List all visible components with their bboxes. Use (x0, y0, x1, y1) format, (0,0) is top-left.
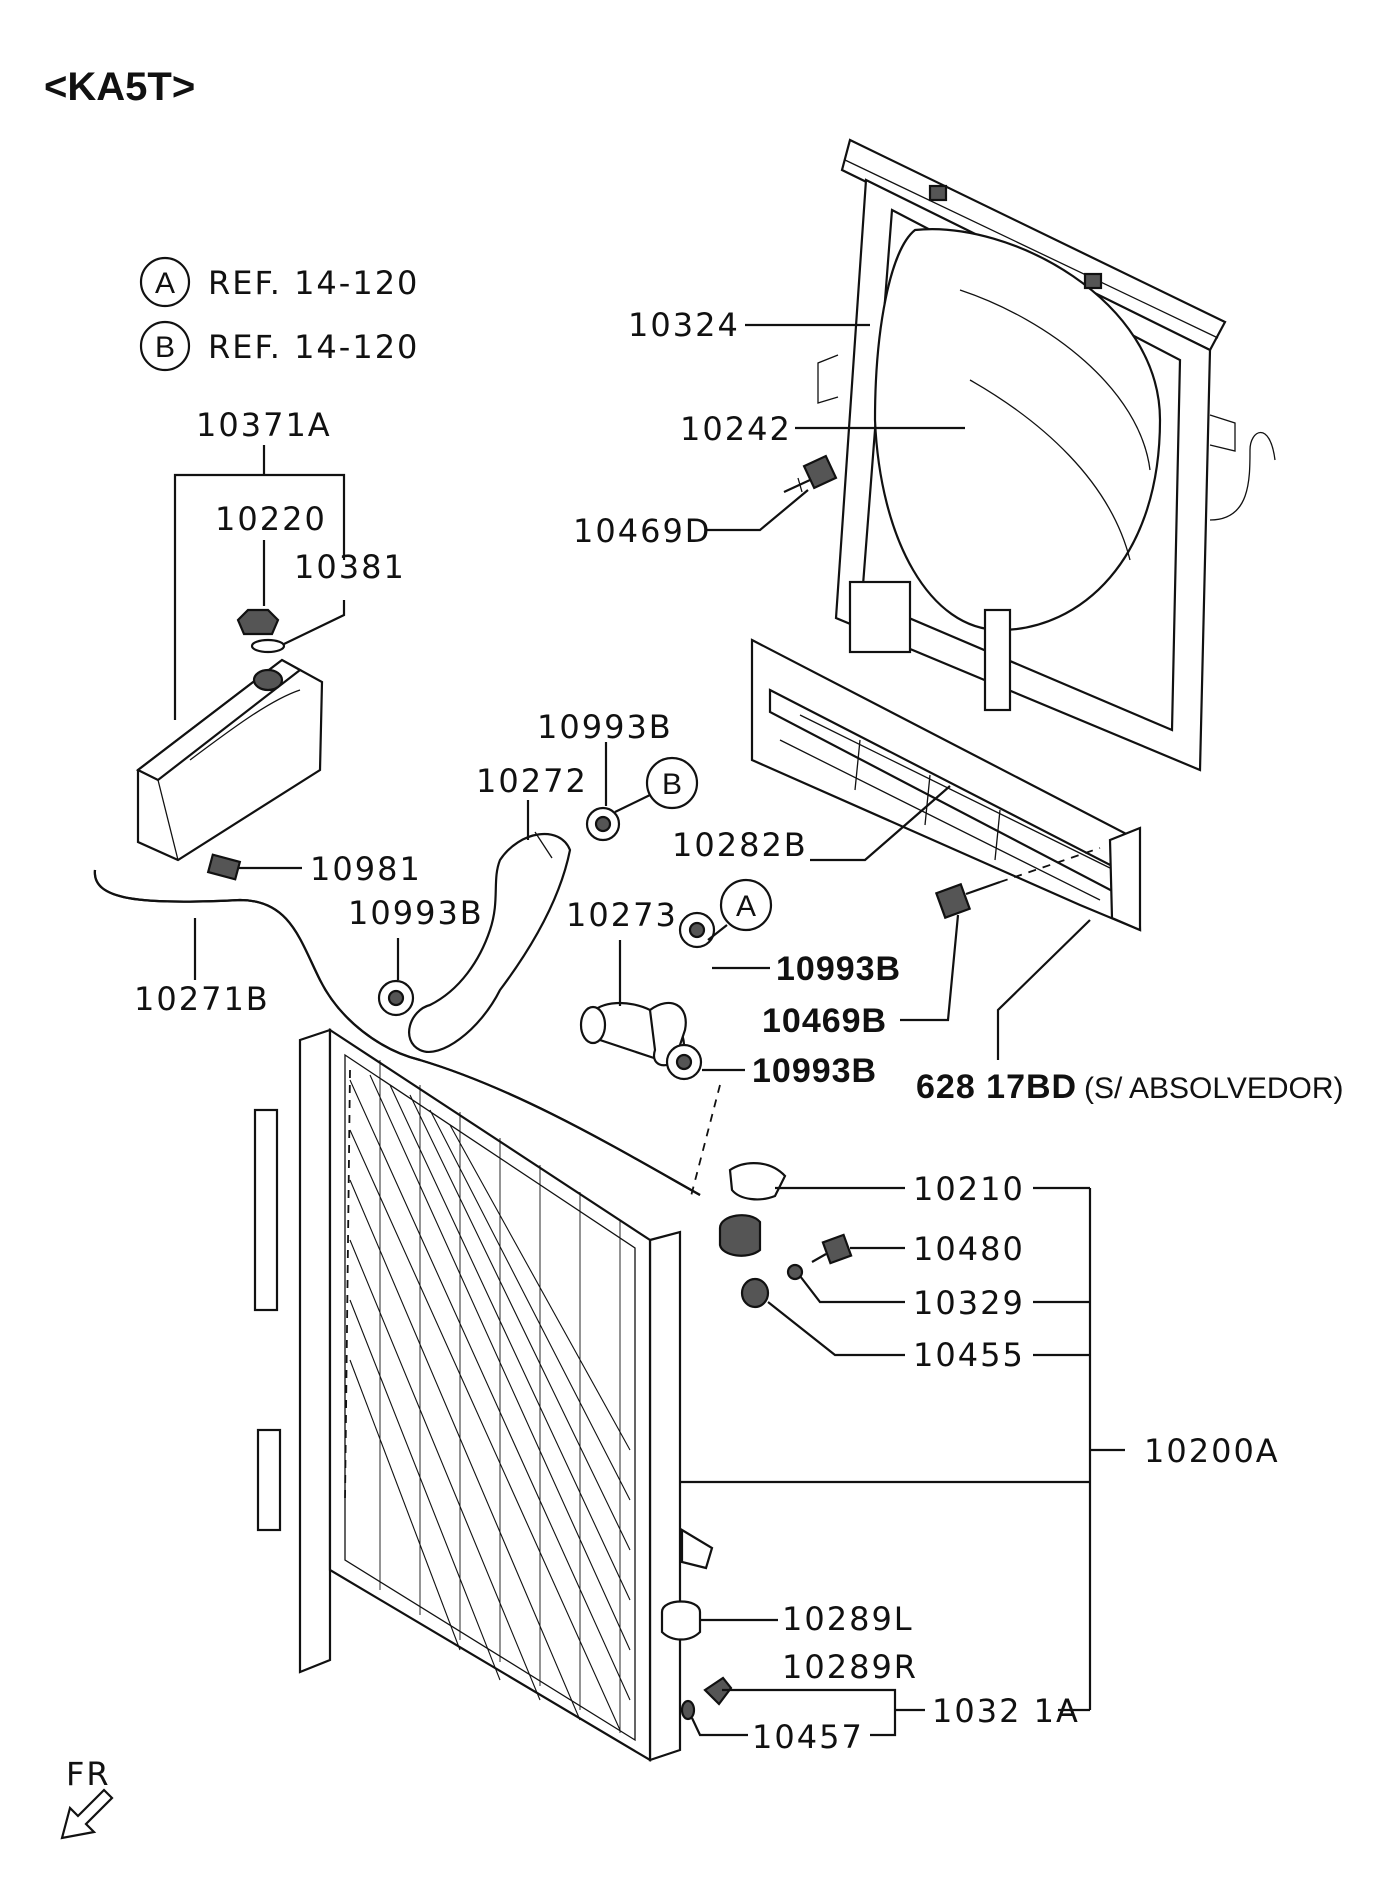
callout-marker-b-letter: B (662, 768, 682, 801)
model-code-title: <KA5T> (44, 65, 195, 109)
label-10457: 10457 (752, 1718, 864, 1756)
label-10272: 10272 (476, 762, 588, 800)
label-10324: 10324 (628, 306, 740, 344)
lower-cowl-drawing (750, 638, 1142, 932)
bolt-10469d-drawing (783, 454, 838, 493)
label-10242: 10242 (680, 410, 792, 448)
label-10993b-lower: 10993B (752, 1052, 877, 1090)
hose-clamps-drawing (377, 806, 716, 1081)
label-10210: 10210 (913, 1170, 1025, 1208)
label-10289l: 10289L (782, 1600, 914, 1638)
label-10455: 10455 (913, 1336, 1025, 1374)
label-10981: 10981 (310, 850, 422, 888)
reserve-tank-drawing (135, 608, 324, 881)
ref-a-text: REF. 14-120 (208, 264, 419, 302)
label-10381: 10381 (294, 548, 406, 586)
ref-a-letter: A (155, 267, 175, 300)
label-10993b-left: 10993B (348, 894, 484, 932)
label-10329: 10329 (913, 1284, 1025, 1322)
label-6281bd: 628 17BD (916, 1068, 1077, 1106)
callout-marker-b: B (645, 756, 699, 810)
upper-hose-10272-drawing (408, 831, 572, 1053)
front-direction-indicator: FR (60, 1755, 114, 1840)
ref-b-text: REF. 14-120 (208, 328, 419, 366)
direction-label: FR (66, 1755, 111, 1793)
label-10200a: 10200A (1144, 1432, 1280, 1470)
ref-a-circle (139, 256, 191, 308)
front-arrow-icon (60, 1788, 114, 1840)
radiator-drawing (253, 1027, 853, 1762)
label-10993b-top: 10993B (537, 708, 673, 746)
bolt-10469b-drawing (934, 847, 1101, 920)
label-10480: 10480 (913, 1230, 1025, 1268)
callout-marker-a-letter: A (736, 890, 756, 923)
label-10271b: 10271B (134, 980, 270, 1018)
label-10469b: 10469B (762, 1002, 887, 1040)
label-10282b: 10282B (672, 826, 808, 864)
callout-marker-a: A (719, 878, 773, 932)
label-10993b-right: 10993B (776, 950, 901, 988)
label-10273: 10273 (566, 896, 678, 934)
overflow-hose-inner (93, 869, 701, 1196)
reference-legend: A REF. 14-120 B REF. 14-120 (139, 256, 419, 372)
leader-lines (173, 323, 1125, 1737)
label-10371a: 10371A (196, 406, 332, 444)
label-10220: 10220 (215, 500, 327, 538)
label-10469d: 10469D (573, 512, 711, 550)
fan-shroud-drawing (817, 138, 1276, 772)
ref-b-circle (139, 320, 191, 372)
label-10321a: 1032 1A (932, 1692, 1080, 1730)
label-10289r: 10289R (782, 1648, 918, 1686)
label-6281bd-note: (S/ ABSOLVEDOR) (1084, 1072, 1344, 1105)
ref-b-letter: B (155, 331, 175, 364)
part-labels: 10324 10242 10469D 10371A 10220 10381 10… (134, 306, 1344, 1756)
